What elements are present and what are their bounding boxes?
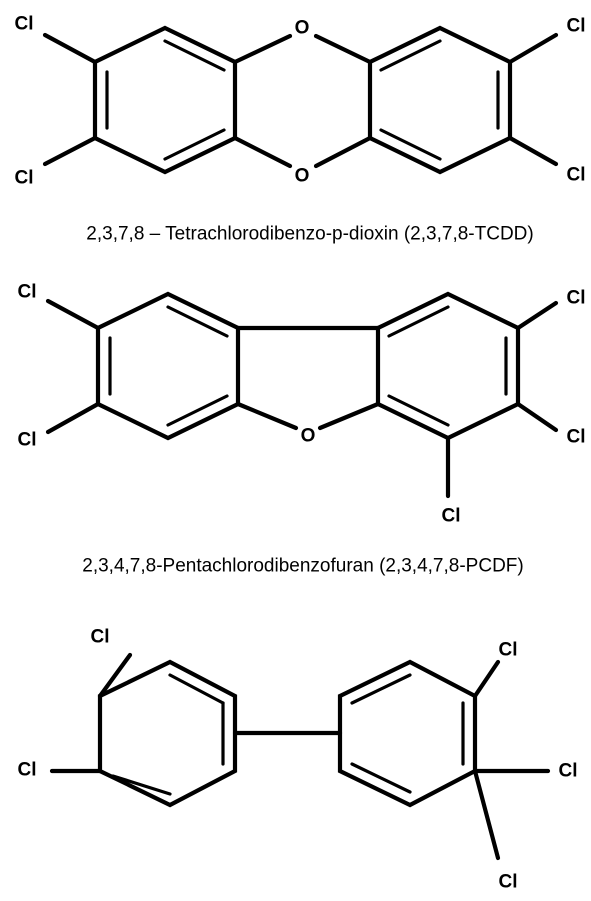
biphenyl-cl-top-left-label: Cl xyxy=(91,627,110,648)
biphenyl-left-ring xyxy=(97,659,238,808)
biphenyl-chlorine-bonds xyxy=(49,652,551,861)
tcdd-left-ring xyxy=(92,25,238,175)
biphenyl-cl-right-label: Cl xyxy=(559,761,578,782)
tcdd-cl-top-left-label: Cl xyxy=(15,14,34,35)
pcdf-cl-bottom-label: Cl xyxy=(442,506,461,527)
biphenyl-cl-bottom-right-label: Cl xyxy=(499,872,518,893)
tcdd-cl-top-right-label: Cl xyxy=(567,16,586,37)
biphenyl-right-ring xyxy=(337,659,478,808)
tcdd-structure: O O Cl Cl Cl Cl xyxy=(15,14,586,189)
pcdf-oxygen-label: O xyxy=(301,426,316,447)
pcdf-cl-middle-right-label: Cl xyxy=(567,427,586,448)
pcdf-cl-bottom-left-label: Cl xyxy=(18,430,37,451)
pcdf-caption: 2,3,4,7,8-Pentachlorodibenzofuran (2,3,4… xyxy=(82,556,523,577)
pcdf-furan-bonds xyxy=(235,325,381,431)
tcdd-oxygen-top-label: O xyxy=(295,18,310,39)
pcdf-right-ring xyxy=(375,291,521,441)
biphenyl-cl-left-label: Cl xyxy=(18,760,37,781)
biphenyl-structure: Cl Cl Cl Cl Cl xyxy=(18,627,578,893)
tcdd-dioxin-bridge xyxy=(232,33,373,169)
pcdf-cl-top-left-label: Cl xyxy=(18,282,37,303)
pcdf-left-ring xyxy=(95,291,241,441)
tcdd-cl-bottom-left-label: Cl xyxy=(15,168,34,189)
tcdd-caption: 2,3,7,8 – Tetrachlorodibenzo-p-dioxin (2… xyxy=(86,224,533,245)
tcdd-oxygen-bottom-label: O xyxy=(295,166,310,187)
biphenyl-cl-top-right-label: Cl xyxy=(499,640,518,661)
tcdd-right-ring xyxy=(367,25,513,175)
pcdf-chlorine-bonds xyxy=(45,298,559,499)
pcdf-structure: O Cl Cl Cl Cl Cl xyxy=(18,282,586,527)
tcdd-chlorine-bonds xyxy=(42,32,559,167)
pcdf-cl-top-right-label: Cl xyxy=(567,288,586,309)
tcdd-cl-bottom-right-label: Cl xyxy=(567,165,586,186)
